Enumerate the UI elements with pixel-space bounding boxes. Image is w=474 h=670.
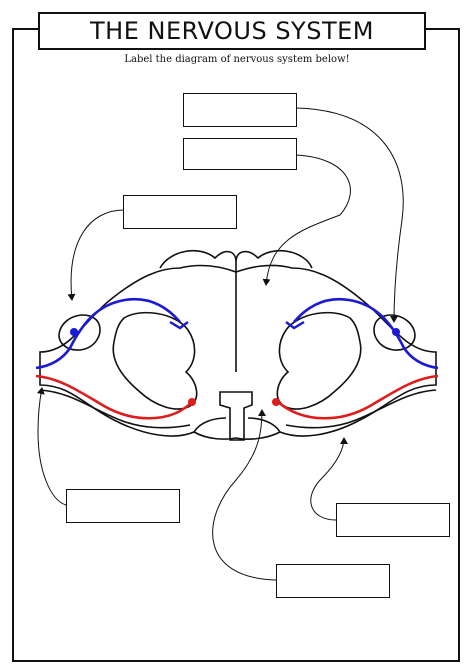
left-motor-cell-body [188,398,196,406]
pointer-line-1 [295,107,404,323]
right-gray-matter [276,311,362,410]
left-dorsal-root-ganglion [58,314,101,351]
pointer-line-3 [67,209,125,301]
worksheet-instructions: Label the diagram of nervous system belo… [124,54,350,65]
label-box-3[interactable] [123,195,237,229]
right-motor-nerve [277,374,439,420]
left-sensory-branch [169,320,189,330]
worksheet-title: THE NERVOUS SYSTEM [38,12,426,50]
label-box-5[interactable] [336,503,450,537]
label-box-1[interactable] [183,93,297,127]
pointer-line-4 [36,387,67,506]
left-sensory-nerve [35,297,181,370]
ventral-fissure [219,391,253,441]
pointer-line-6 [310,437,348,521]
pointer-line-5 [212,409,277,581]
spinal-cord-outline [39,264,437,440]
ventral-horn-right [247,417,281,433]
right-sensory-nerve [293,297,439,370]
right-motor-cell-body [272,398,280,406]
pointer-line-2 [262,154,351,286]
right-dorsal-root-ganglion [373,314,416,351]
ventral-horn-left [193,417,227,433]
left-ventral-root [39,389,191,429]
label-box-4[interactable] [66,489,180,523]
right-sensory-cell-body [392,328,400,336]
right-sensory-branch [285,320,305,330]
label-box-2[interactable] [183,138,297,170]
left-sensory-cell-body [70,328,78,336]
left-gray-matter [112,311,198,410]
right-ventral-root [285,389,437,429]
label-box-6[interactable] [276,564,390,598]
left-motor-nerve [35,374,193,420]
